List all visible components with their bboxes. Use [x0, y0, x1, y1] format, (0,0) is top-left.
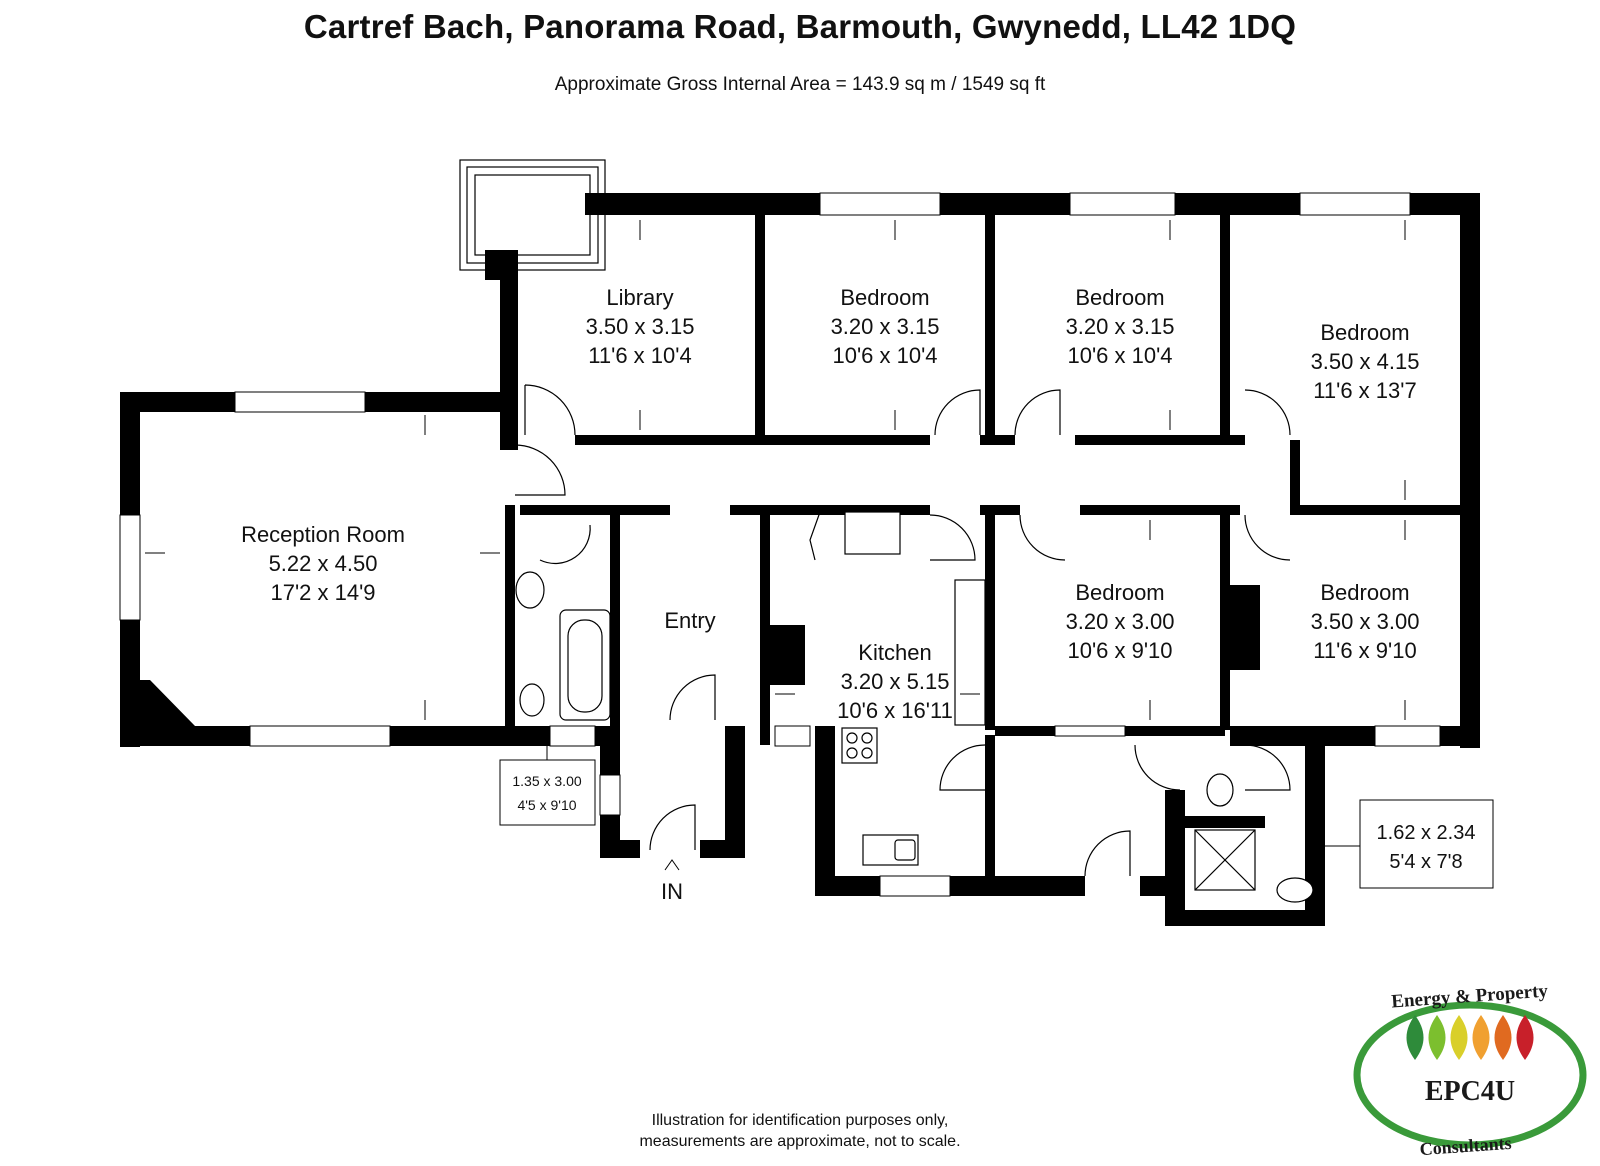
bedroom1-imperial: 10'6 x 10'4 [832, 343, 937, 368]
bathroom-imperial: 4'5 x 9'10 [517, 797, 576, 813]
logo-drops [1406, 1015, 1534, 1060]
room-bedroom-4: Bedroom 3.20 x 3.00 10'6 x 9'10 [1066, 580, 1175, 663]
bedroom1-metric: 3.20 x 3.15 [831, 314, 940, 339]
entrance-marker: IN [661, 859, 683, 904]
bedroom3-imperial: 11'6 x 13'7 [1313, 378, 1416, 403]
bedroom5-name: Bedroom [1320, 580, 1409, 605]
room-bedroom-5: Bedroom 3.50 x 3.00 11'6 x 9'10 [1311, 580, 1420, 663]
room-bedroom-1: Bedroom 3.20 x 3.15 10'6 x 10'4 [831, 285, 940, 368]
bedroom3-name: Bedroom [1320, 320, 1409, 345]
kitchen-imperial: 10'6 x 16'11 [837, 698, 953, 723]
room-bedroom-3: Bedroom 3.50 x 4.15 11'6 x 13'7 [1311, 320, 1420, 403]
shower-imperial: 5'4 x 7'8 [1389, 851, 1462, 873]
bathroom-callout: 1.35 x 3.00 4'5 x 9'10 [499, 745, 596, 826]
drop-1 [1406, 1015, 1424, 1060]
bedroom2-imperial: 10'6 x 10'4 [1067, 343, 1172, 368]
room-kitchen: Kitchen 3.20 x 5.15 10'6 x 16'11 [837, 640, 953, 723]
library-name: Library [606, 285, 673, 310]
drop-5 [1494, 1015, 1512, 1060]
library-metric: 3.50 x 3.15 [586, 314, 695, 339]
room-entry: Entry [664, 608, 715, 633]
bedroom2-metric: 3.20 x 3.15 [1066, 314, 1175, 339]
bedroom1-name: Bedroom [840, 285, 929, 310]
gross-area: Approximate Gross Internal Area = 143.9 … [554, 74, 1046, 95]
shower-callout: 1.62 x 2.34 5'4 x 7'8 [1325, 799, 1494, 889]
entry-name: Entry [664, 608, 715, 633]
reception-metric: 5.22 x 4.50 [269, 551, 378, 576]
room-library: Library 3.50 x 3.15 11'6 x 10'4 [586, 285, 695, 368]
bathroom-metric: 1.35 x 3.00 [512, 773, 581, 789]
room-reception: Reception Room 5.22 x 4.50 17'2 x 14'9 [241, 522, 405, 605]
kitchen-metric: 3.20 x 5.15 [841, 669, 950, 694]
bedroom5-metric: 3.50 x 3.00 [1311, 609, 1420, 634]
drop-3 [1450, 1015, 1468, 1060]
fixtures [515, 511, 1314, 903]
library-imperial: 11'6 x 10'4 [588, 343, 691, 368]
disclaimer-line-1: Illustration for identification purposes… [651, 1112, 949, 1129]
drop-2 [1428, 1015, 1446, 1060]
room-bedroom-2: Bedroom 3.20 x 3.15 10'6 x 10'4 [1066, 285, 1175, 368]
drop-6 [1516, 1015, 1534, 1060]
bedroom4-name: Bedroom [1075, 580, 1164, 605]
shower-metric: 1.62 x 2.34 [1377, 822, 1476, 844]
epc4u-logo: Energy & Property EPC4U Consultants [1350, 975, 1590, 1166]
disclaimer-line-2: measurements are approximate, not to sca… [639, 1133, 961, 1150]
bay-window [459, 159, 606, 271]
logo-main-text: EPC4U [1425, 1076, 1515, 1107]
kitchen-name: Kitchen [858, 640, 931, 665]
logo-ring [1353, 1001, 1587, 1149]
doors [514, 384, 1291, 877]
bedroom2-name: Bedroom [1075, 285, 1164, 310]
reception-name: Reception Room [241, 522, 405, 547]
bedroom4-metric: 3.20 x 3.00 [1066, 609, 1175, 634]
bedroom4-imperial: 10'6 x 9'10 [1067, 638, 1172, 663]
dimension-arrows [145, 220, 1406, 720]
windows [119, 192, 1441, 897]
disclaimer: Illustration for identification purposes… [500, 1110, 1100, 1152]
plan-title: Cartref Bach, Panorama Road, Barmouth, G… [303, 8, 1297, 45]
entrance-label: IN [661, 879, 683, 904]
drop-4 [1472, 1015, 1490, 1060]
bedroom5-imperial: 11'6 x 9'10 [1313, 638, 1416, 663]
bedroom3-metric: 3.50 x 4.15 [1311, 349, 1420, 374]
reception-imperial: 17'2 x 14'9 [270, 580, 375, 605]
